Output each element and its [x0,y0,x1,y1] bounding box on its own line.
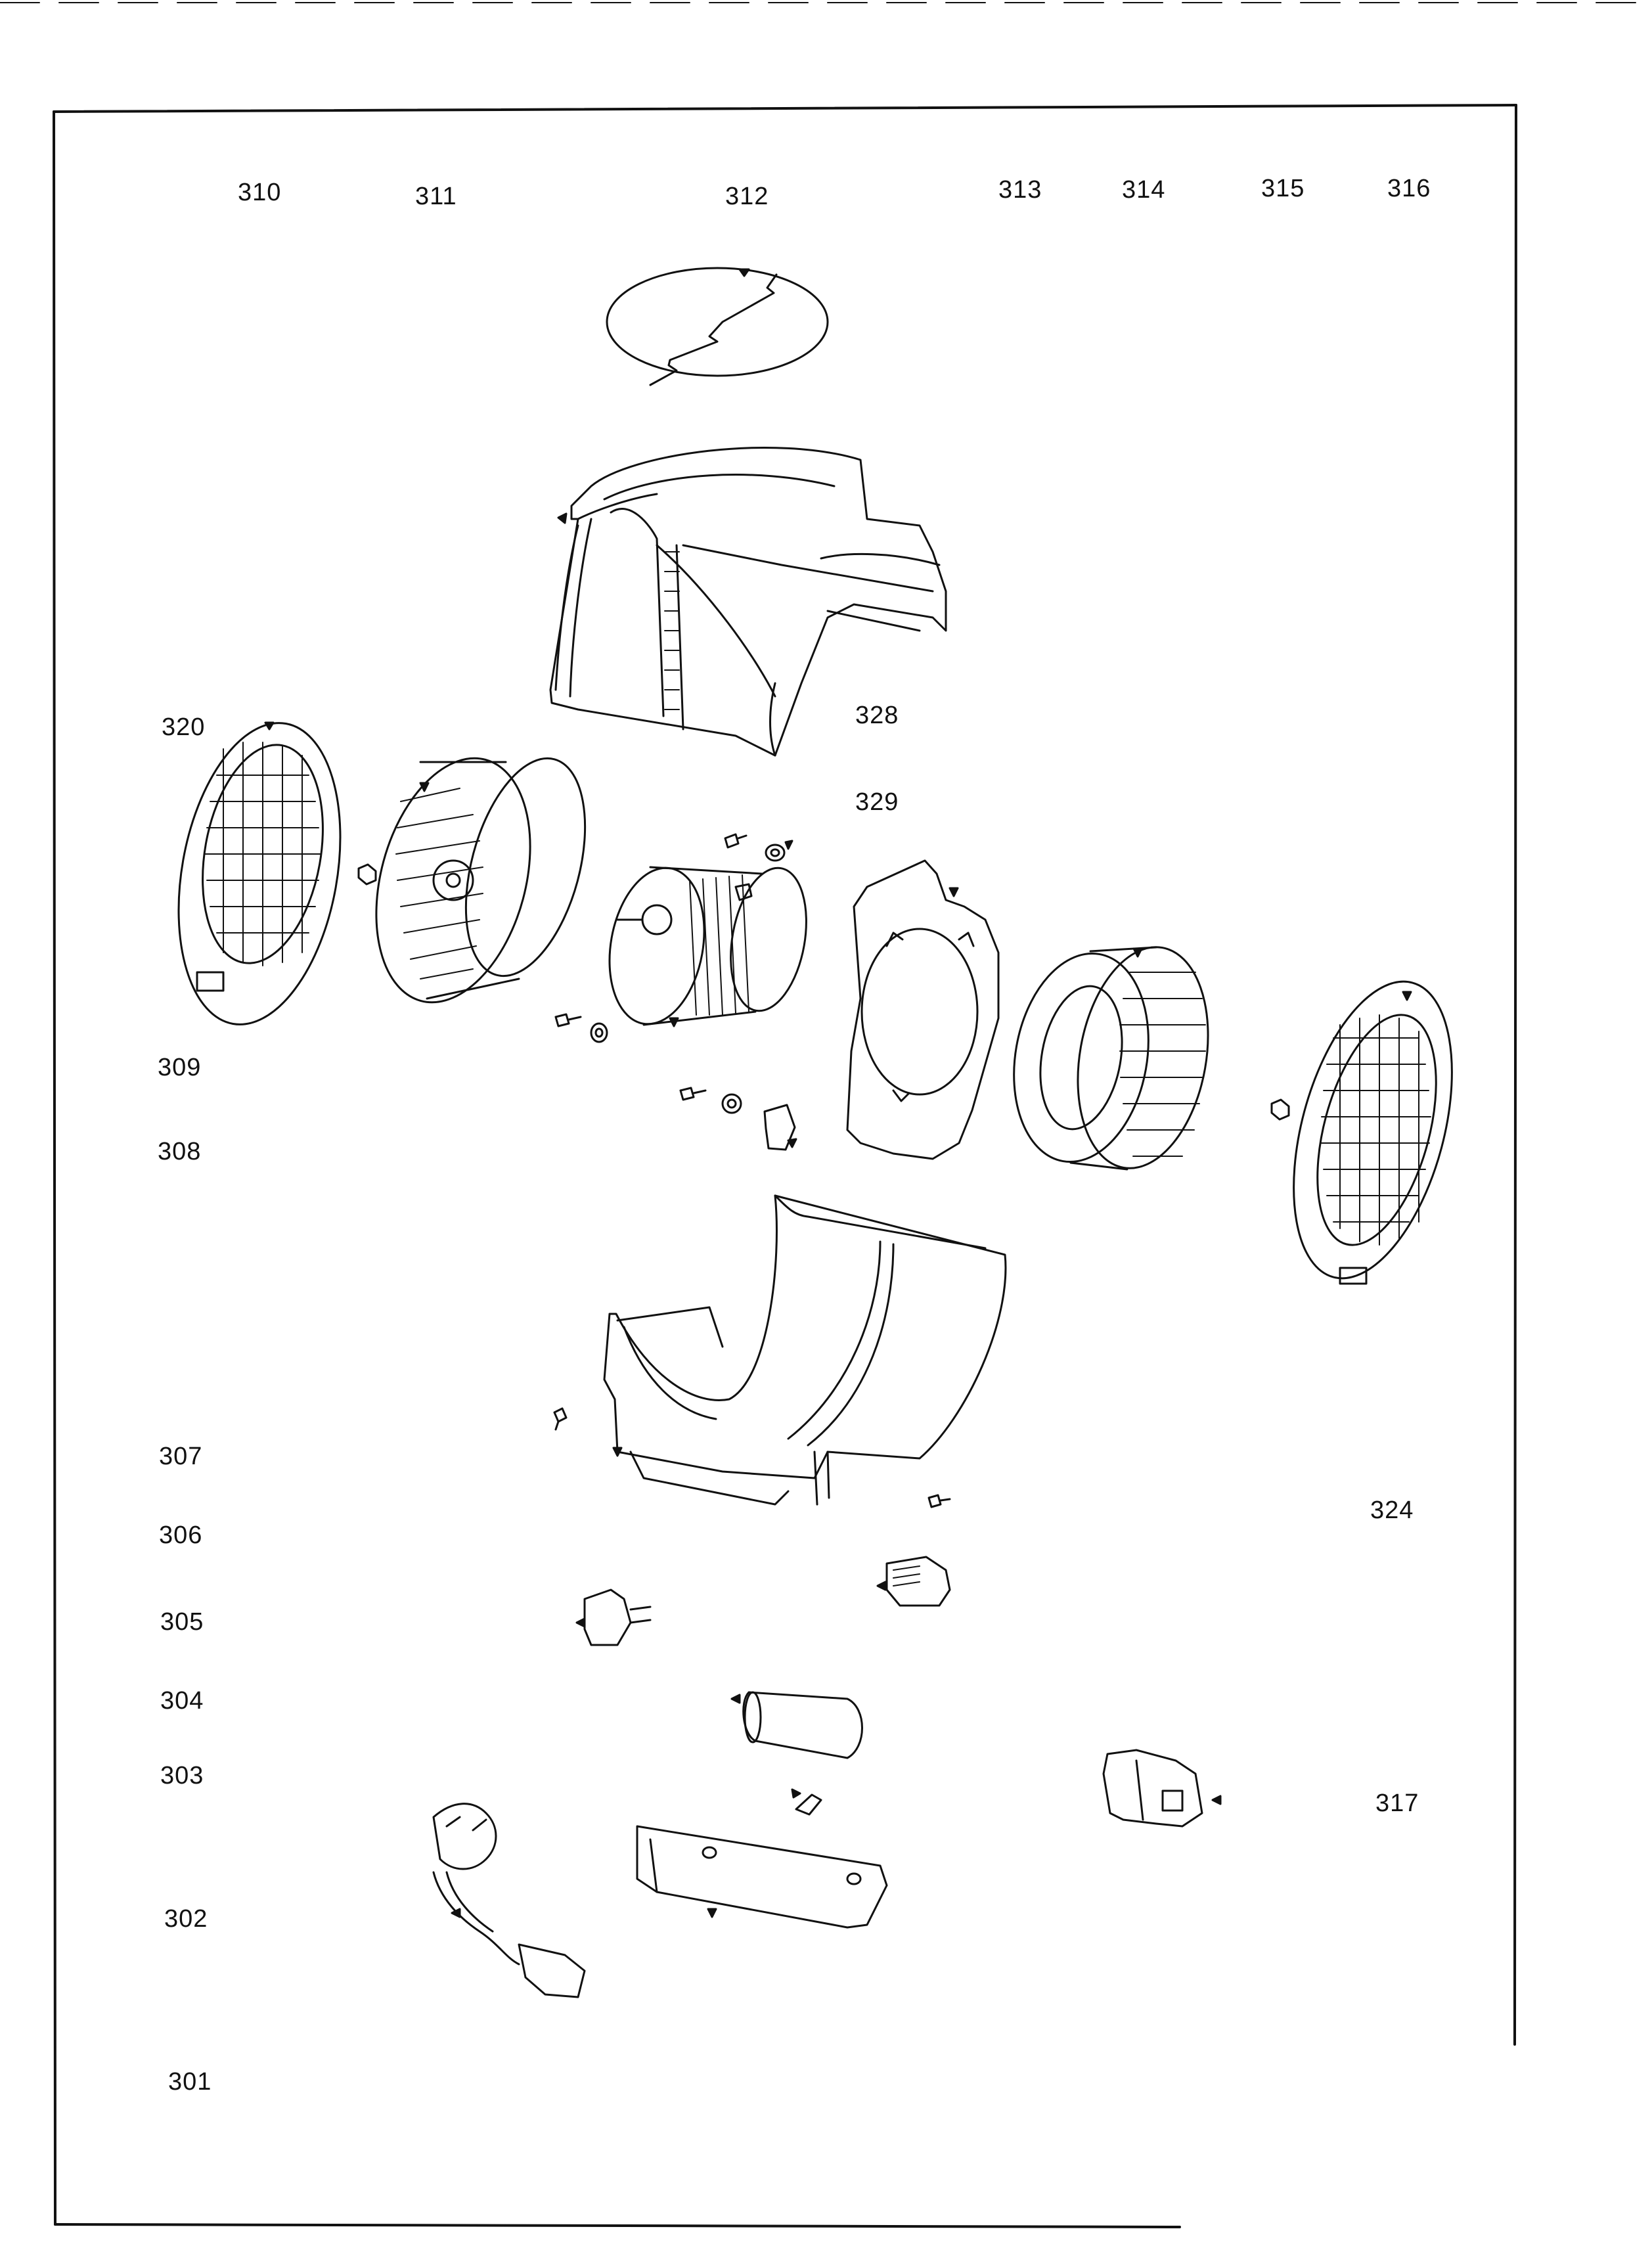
power-cord [432,1803,586,1998]
right-intake-grille [1293,980,1453,1285]
part-label-329: 329 [855,788,899,816]
nut-small-right [1270,1098,1290,1121]
right-blower-wheel [1013,946,1209,1171]
part-label-317: 317 [1375,1789,1419,1817]
part-label-316: 316 [1387,175,1431,202]
terminal-block-left [575,1588,652,1646]
part-label-312: 312 [725,183,769,210]
part-label-304: 304 [160,1687,204,1715]
part-label-307: 307 [159,1443,203,1470]
fan-motor [608,866,807,1027]
lower-fan-housing [553,1194,1007,1508]
nut-small-left [357,863,377,886]
base-plate [636,1825,888,1929]
part-label-315: 315 [1261,175,1305,202]
part-label-313: 313 [998,176,1042,204]
wiring-detail-ellipse [606,267,829,386]
part-label-314: 314 [1122,176,1166,204]
part-label-303: 303 [160,1762,204,1789]
part-label-302: 302 [164,1905,208,1933]
part-label-301: 301 [168,2068,212,2096]
part-label-328: 328 [855,702,899,729]
part-label-311: 311 [415,183,457,210]
part-label-306: 306 [159,1521,203,1549]
upper-fan-housing [549,446,947,757]
part-label-308: 308 [158,1138,202,1165]
capacitor [730,1691,863,1759]
left-blower-wheel [375,757,587,1004]
part-label-310: 310 [238,179,282,206]
part-label-324: 324 [1370,1496,1414,1524]
mounting-plate [846,859,1000,1160]
switch-block [1102,1749,1222,1828]
terminal-block-right [876,1556,951,1607]
screws-grommets [554,833,797,1151]
part-label-320: 320 [162,713,206,741]
left-intake-grille [177,721,342,1025]
part-label-305: 305 [160,1608,204,1636]
capacitor-clip [791,1788,822,1816]
part-label-309: 309 [158,1054,202,1081]
